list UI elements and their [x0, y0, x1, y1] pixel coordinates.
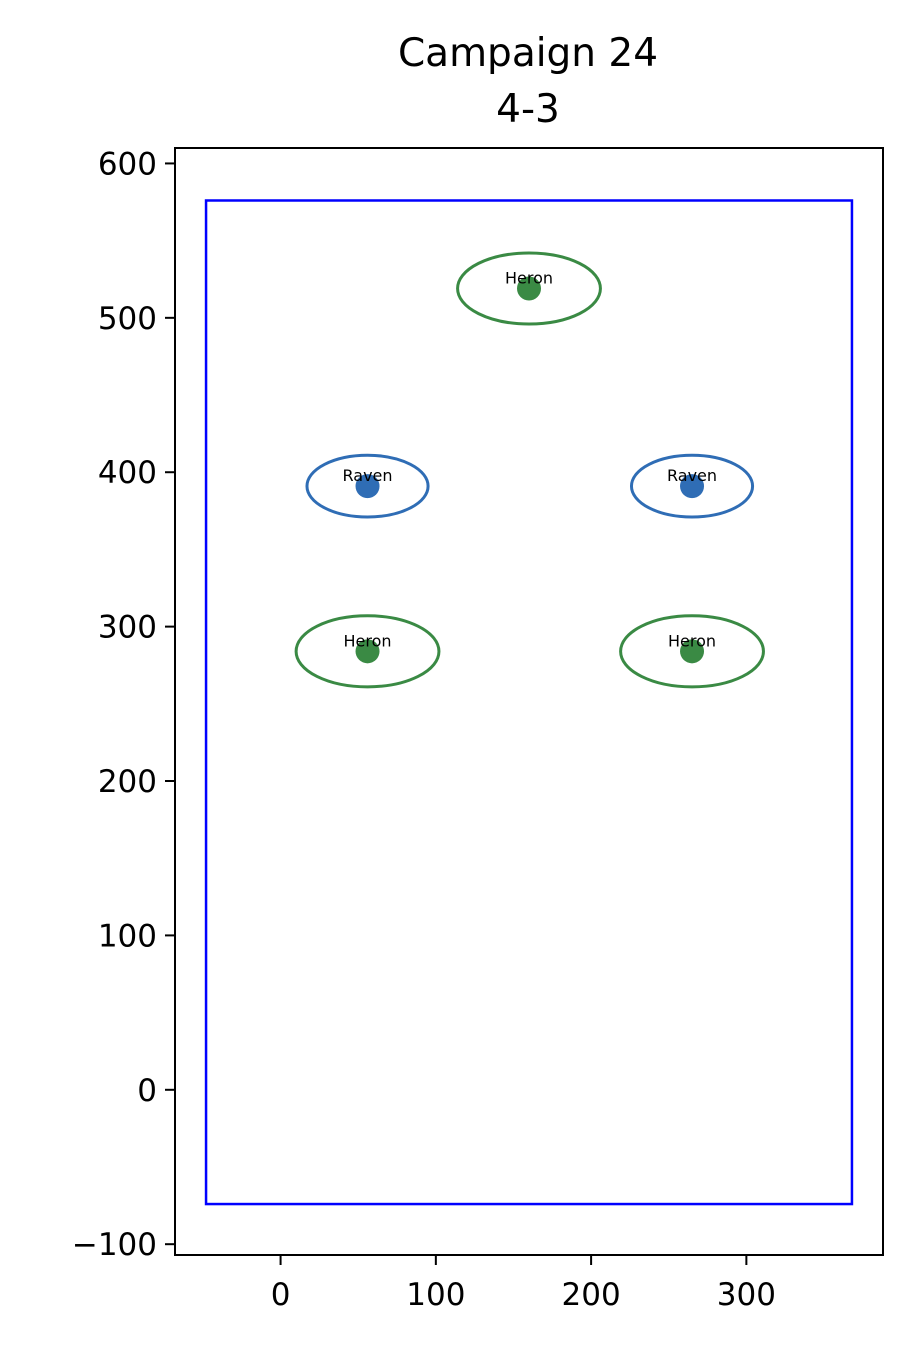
point-label: Heron [505, 268, 553, 287]
y-tick-label: 0 [137, 1073, 157, 1109]
data-point [680, 474, 705, 499]
chart-subtitle: 4-3 [496, 87, 560, 132]
range-ellipse [456, 251, 602, 326]
range-ellipse [294, 614, 441, 689]
y-tick-label: 200 [98, 764, 157, 800]
y-tick-label: −100 [72, 1227, 157, 1263]
chart-title: Campaign 24 [398, 31, 658, 76]
x-axis: 0 100 200 300 [271, 1255, 776, 1313]
point-label: Raven [667, 466, 717, 485]
x-tick-label: 300 [717, 1277, 776, 1313]
y-tick-label: 300 [98, 610, 157, 646]
point-label: Raven [343, 466, 393, 485]
data-point [355, 639, 380, 664]
range-ellipse [619, 614, 765, 689]
x-tick-label: 200 [562, 1277, 621, 1313]
range-ellipse [629, 453, 755, 519]
boundary-rect [204, 199, 854, 1206]
y-tick-label: 500 [98, 301, 157, 337]
x-tick-label: 100 [406, 1277, 465, 1313]
data-point [517, 276, 541, 301]
range-ellipse [305, 453, 430, 519]
y-axis: −100 0 100 200 300 400 500 600 [72, 146, 175, 1263]
y-tick-label: 400 [98, 455, 157, 491]
data-point [355, 474, 380, 499]
x-tick-label: 0 [271, 1277, 291, 1313]
point-label: Heron [668, 631, 716, 650]
data-point [680, 639, 705, 664]
y-tick-label: 600 [98, 146, 157, 182]
axes-frame [174, 147, 884, 1256]
y-tick-label: 100 [98, 918, 157, 954]
point-label: Heron [344, 631, 392, 650]
